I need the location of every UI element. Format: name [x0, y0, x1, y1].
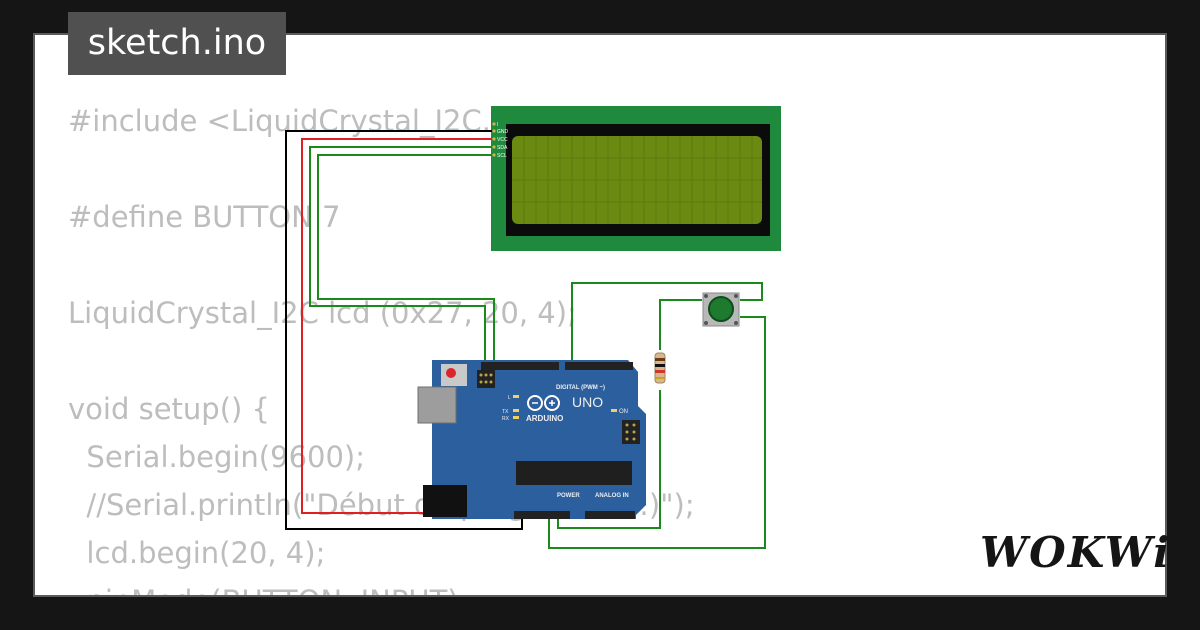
on-label: ON	[619, 409, 628, 415]
analog-label: ANALOG IN	[595, 493, 629, 499]
button-vcc-wire	[548, 316, 766, 549]
atmega-chip	[516, 461, 632, 485]
digital-label: DIGITAL (PWM ~)	[556, 385, 605, 391]
sda-wire	[309, 146, 492, 363]
led-l-label: L	[508, 395, 511, 401]
push-button[interactable]	[702, 292, 740, 327]
code-editor: #include <LiquidCrystal_I2C.h> #define BU…	[68, 97, 695, 595]
lcd-grid	[512, 136, 762, 224]
wires	[285, 130, 766, 549]
code-line-8: Serial.begin(9600);	[68, 440, 366, 474]
analog-header	[585, 511, 635, 519]
icsp-pins	[479, 373, 636, 441]
lcd-pin-label: SDA	[497, 145, 508, 151]
gnd-wire	[285, 130, 523, 530]
power-header	[514, 511, 570, 519]
arduino-brand-label: ARDUINO	[526, 414, 563, 423]
button-signal-wire	[571, 282, 763, 363]
reset-button	[446, 368, 456, 378]
resistor-top-wire	[659, 299, 702, 350]
usb-port	[417, 386, 457, 424]
file-tab[interactable]: sketch.ino	[68, 12, 286, 75]
lcd-pin-label: SCL	[497, 153, 507, 159]
code-line-7: void setup() {	[68, 392, 270, 426]
lcd-module[interactable]: I GND VCC SDA SCL	[491, 106, 781, 251]
power-jack	[423, 485, 467, 517]
digital-header-right	[565, 362, 633, 370]
power-label: POWER	[557, 493, 580, 499]
resistor-gnd-wire	[557, 390, 661, 529]
arduino-infinity-logo-icon	[527, 395, 560, 411]
uno-label: UNO	[572, 394, 603, 410]
code-line-10: lcd.begin(20, 4);	[68, 536, 326, 570]
led-tx-label: TX	[502, 409, 509, 415]
lcd-pin-label: GND	[497, 129, 509, 135]
digital-header-left	[481, 362, 559, 370]
lcd-pin-label: I	[497, 122, 498, 128]
code-line-11: pinMode(BUTTON, INPUT);	[68, 577, 695, 595]
code-line-5: LiquidCrystal_I2C lcd (0x27, 20, 4);	[68, 296, 577, 330]
led-rx-label: RX	[502, 416, 510, 422]
lcd-pin-label: VCC	[497, 137, 508, 143]
lcd-pin-labels: I GND VCC SDA SCL	[492, 122, 509, 159]
scl-wire	[317, 154, 495, 363]
onboard-leds	[513, 395, 617, 419]
arduino-uno[interactable]: DIGITAL (PWM ~) UNO ARDUINO POWER ANALOG…	[417, 360, 646, 519]
code-line-1: #include <LiquidCrystal_I2C.h>	[68, 104, 534, 138]
resistor[interactable]	[654, 352, 666, 384]
code-line-3: #define BUTTON 7	[68, 200, 341, 234]
wokwi-logo: WOKWi	[980, 528, 1172, 577]
